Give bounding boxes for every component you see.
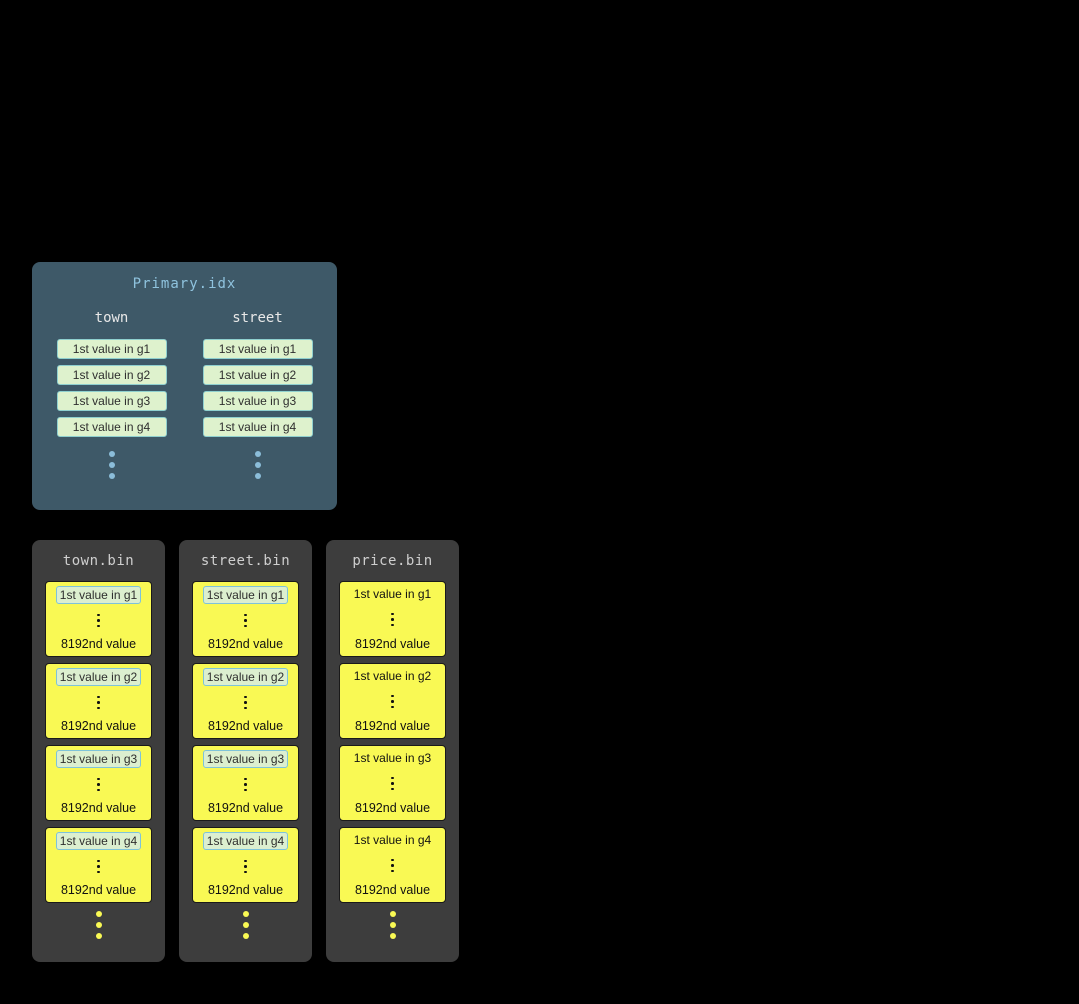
index-entry: 1st value in g2	[202, 365, 313, 385]
vertical-ellipsis-icon	[97, 859, 100, 874]
vertical-ellipsis-icon	[391, 776, 394, 791]
bin-file-title: price.bin	[352, 553, 433, 569]
granule-last-value: 8192nd value	[207, 719, 284, 733]
granule-last-value: 8192nd value	[60, 637, 137, 651]
index-entry: 1st value in g4	[202, 417, 313, 437]
index-entry: 1st value in g2	[56, 365, 167, 385]
vertical-ellipsis-icon	[244, 777, 247, 792]
granule-first-value: 1st value in g4	[353, 833, 432, 847]
vertical-ellipsis-icon	[391, 858, 394, 873]
primary-index-title: Primary.idx	[132, 276, 237, 292]
vertical-ellipsis-icon	[391, 612, 394, 627]
vertical-ellipsis-icon	[32, 911, 165, 939]
bin-file-panel-street: street.bin 1st value in g1 8192nd value …	[179, 540, 312, 962]
granule-first-value: 1st value in g2	[55, 668, 142, 686]
granule-first-value: 1st value in g1	[353, 587, 432, 601]
granule-first-value: 1st value in g2	[202, 668, 289, 686]
granule-first-value: 1st value in g4	[202, 832, 289, 850]
granule-block: 1st value in g3 8192nd value	[339, 745, 446, 821]
granule-block: 1st value in g4 8192nd value	[192, 827, 299, 903]
granule-block: 1st value in g4 8192nd value	[339, 827, 446, 903]
granule-last-value: 8192nd value	[354, 801, 431, 815]
granule-first-value: 1st value in g2	[353, 669, 432, 683]
granule-last-value: 8192nd value	[354, 719, 431, 733]
granule-last-value: 8192nd value	[60, 801, 137, 815]
vertical-ellipsis-icon	[108, 451, 115, 479]
vertical-ellipsis-icon	[244, 859, 247, 874]
column-header-street: street	[232, 310, 283, 326]
bin-file-panel-town: town.bin 1st value in g1 8192nd value 1s…	[32, 540, 165, 962]
vertical-ellipsis-icon	[97, 613, 100, 628]
granule-first-value: 1st value in g3	[353, 751, 432, 765]
vertical-ellipsis-icon	[391, 694, 394, 709]
granule-block: 1st value in g3 8192nd value	[45, 745, 152, 821]
bin-file-title: street.bin	[200, 553, 291, 569]
granule-last-value: 8192nd value	[354, 883, 431, 897]
primary-index-panel: Primary.idx town 1st value in g1 1st val…	[32, 262, 337, 510]
granule-list: 1st value in g1 8192nd value 1st value i…	[32, 581, 165, 903]
vertical-ellipsis-icon	[179, 911, 312, 939]
index-entry: 1st value in g3	[202, 391, 313, 411]
granule-block: 1st value in g1 8192nd value	[45, 581, 152, 657]
granule-last-value: 8192nd value	[60, 883, 137, 897]
vertical-ellipsis-icon	[244, 613, 247, 628]
granule-list: 1st value in g1 8192nd value 1st value i…	[179, 581, 312, 903]
granule-first-value: 1st value in g1	[202, 586, 289, 604]
granule-list: 1st value in g1 8192nd value 1st value i…	[326, 581, 459, 903]
granule-block: 1st value in g1 8192nd value	[192, 581, 299, 657]
vertical-ellipsis-icon	[244, 695, 247, 710]
granule-first-value: 1st value in g1	[55, 586, 142, 604]
granule-last-value: 8192nd value	[207, 801, 284, 815]
granule-first-value: 1st value in g3	[202, 750, 289, 768]
primary-column-street: street 1st value in g1 1st value in g2 1…	[202, 310, 313, 479]
granule-last-value: 8192nd value	[60, 719, 137, 733]
granule-last-value: 8192nd value	[354, 637, 431, 651]
granule-block: 1st value in g4 8192nd value	[45, 827, 152, 903]
granule-last-value: 8192nd value	[207, 637, 284, 651]
vertical-ellipsis-icon	[97, 695, 100, 710]
index-entry: 1st value in g3	[56, 391, 167, 411]
vertical-ellipsis-icon	[254, 451, 261, 479]
column-header-town: town	[94, 310, 129, 326]
index-entry: 1st value in g4	[56, 417, 167, 437]
granule-block: 1st value in g2 8192nd value	[339, 663, 446, 739]
vertical-ellipsis-icon	[326, 911, 459, 939]
granule-first-value: 1st value in g3	[55, 750, 142, 768]
bin-file-panel-price: price.bin 1st value in g1 8192nd value 1…	[326, 540, 459, 962]
granule-block: 1st value in g1 8192nd value	[339, 581, 446, 657]
index-entry: 1st value in g1	[56, 339, 167, 359]
vertical-ellipsis-icon	[97, 777, 100, 792]
primary-index-columns: town 1st value in g1 1st value in g2 1st…	[32, 310, 337, 479]
granule-block: 1st value in g2 8192nd value	[45, 663, 152, 739]
granule-first-value: 1st value in g4	[55, 832, 142, 850]
granule-last-value: 8192nd value	[207, 883, 284, 897]
granule-block: 1st value in g3 8192nd value	[192, 745, 299, 821]
index-entry: 1st value in g1	[202, 339, 313, 359]
bin-file-title: town.bin	[62, 553, 135, 569]
granule-block: 1st value in g2 8192nd value	[192, 663, 299, 739]
primary-column-town: town 1st value in g1 1st value in g2 1st…	[56, 310, 167, 479]
